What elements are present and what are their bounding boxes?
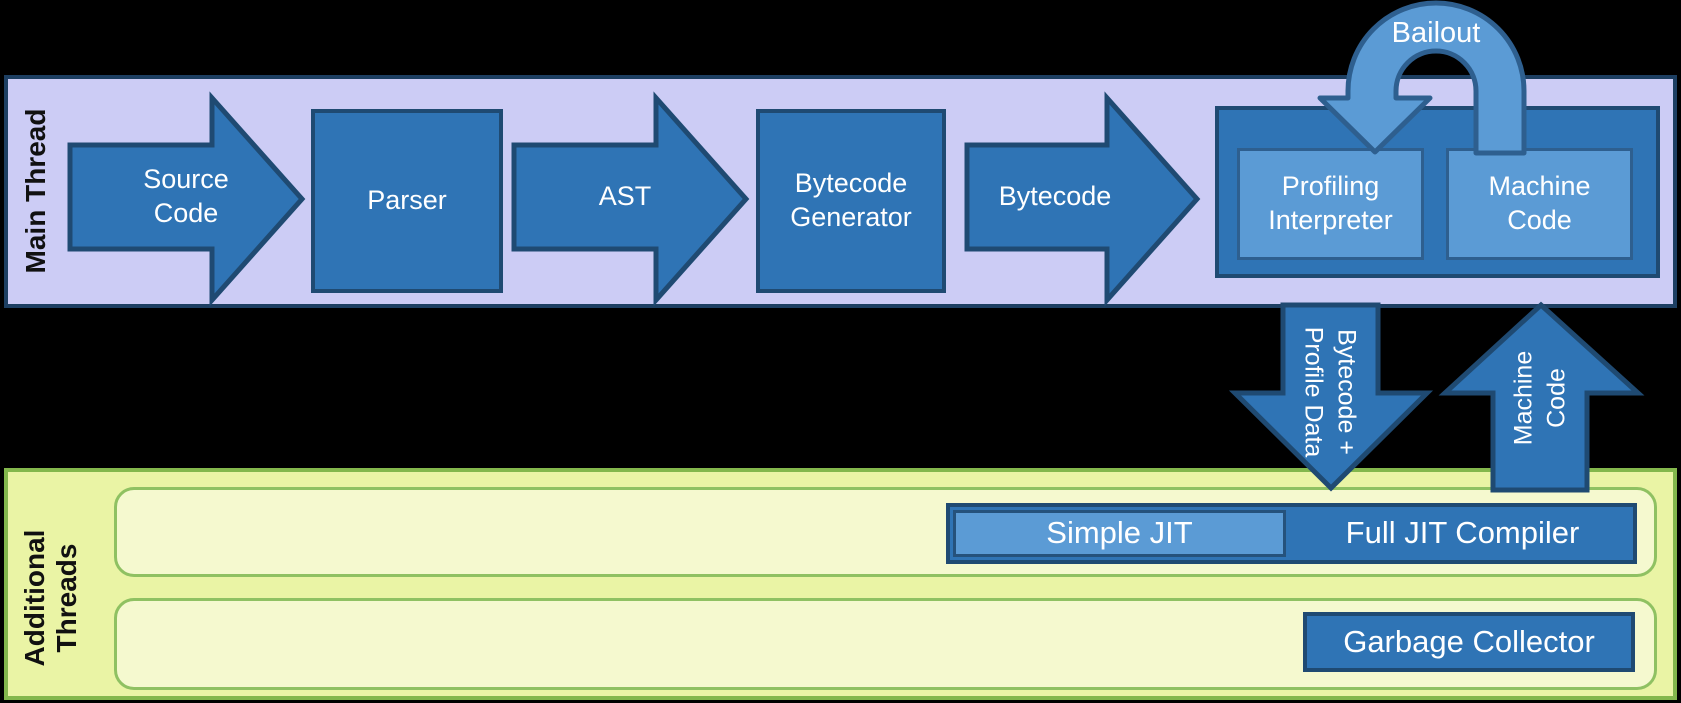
profiling-interpreter-box-label: Profiling Interpreter: [1268, 171, 1393, 235]
additional-threads-label-line2: Threads: [51, 543, 82, 653]
machine-code-box: Machine Code: [1446, 148, 1633, 260]
full-jit-compiler-label: Full JIT Compiler: [1345, 515, 1580, 551]
profiling-interpreter-box: Profiling Interpreter: [1237, 148, 1424, 260]
additional-threads-label-line1: Additional: [18, 529, 50, 667]
machine-code-up-label-line1: Machine: [1509, 350, 1538, 446]
simple-jit-box-label: Simple JIT: [1046, 515, 1193, 551]
additional-threads-label: Additional Threads: [19, 530, 83, 667]
bytecode-generator-box-label: Bytecode Generator: [790, 168, 912, 232]
parser-box: Parser: [311, 109, 503, 293]
source-code-arrow-label: Source Code: [143, 164, 229, 228]
main-thread-label: Main Thread: [20, 109, 52, 274]
garbage-collector-box: Garbage Collector: [1303, 612, 1635, 672]
bytecode-profile-data-label-line2: Profile Data: [1300, 326, 1328, 458]
bytecode-generator-box: Bytecode Generator: [756, 109, 946, 293]
parser-box-label: Parser: [367, 185, 447, 216]
simple-jit-box: Simple JIT: [953, 510, 1286, 557]
garbage-collector-box-label: Garbage Collector: [1343, 623, 1595, 659]
bytecode-profile-data-label: Bytecode + Profile Data: [1298, 327, 1363, 458]
bailout-label: Bailout: [1391, 16, 1481, 49]
machine-code-up-label: Machine Code: [1508, 351, 1573, 446]
machine-code-box-label: Machine Code: [1488, 171, 1591, 235]
ast-arrow-label: AST: [598, 181, 652, 212]
bytecode-arrow-label: Bytecode: [998, 181, 1112, 212]
machine-code-up-label-line2: Code: [1542, 368, 1570, 428]
main-thread-label-text: Main Thread: [19, 108, 51, 274]
bytecode-profile-data-label-line1: Bytecode +: [1332, 329, 1361, 455]
